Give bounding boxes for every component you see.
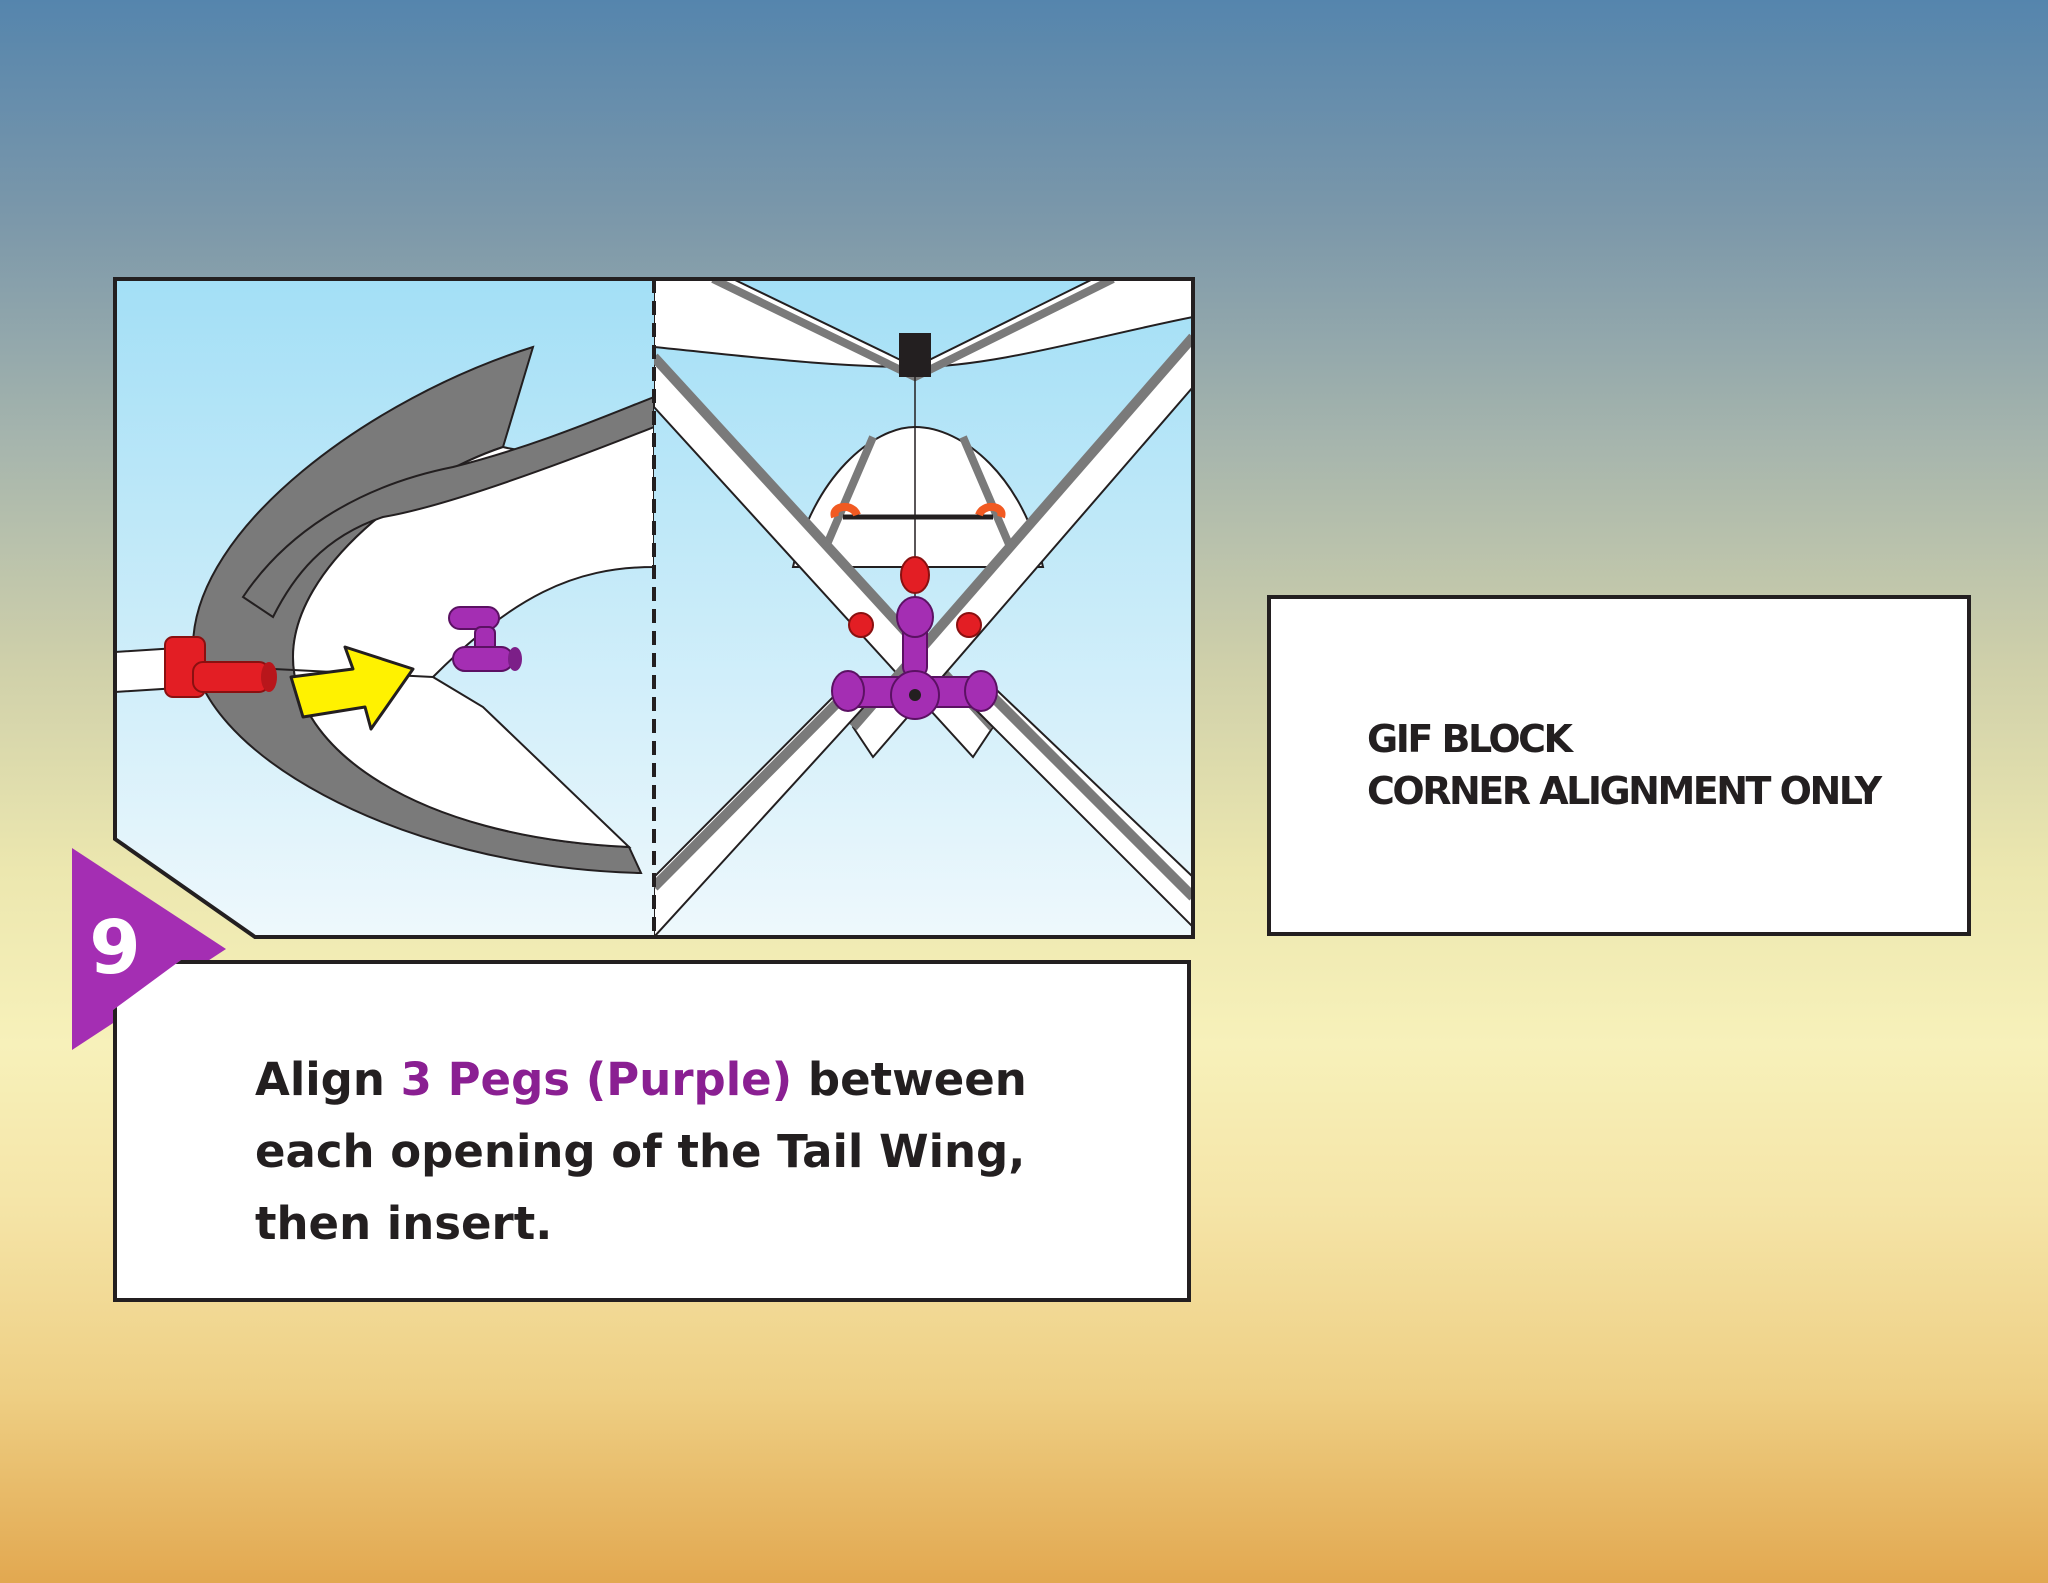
illustration-panel [113, 277, 1195, 939]
step-badge-triangle [72, 848, 226, 1050]
yellow-arrow-icon [289, 645, 415, 731]
step-badge: 9 [72, 848, 226, 1050]
instruction-text: Align 3 Pegs (Purple) between each openi… [255, 1044, 1135, 1260]
gif-block-label: GIF BLOCK CORNER ALIGNMENT ONLY [1367, 713, 1882, 817]
purple-peg-icon [448, 606, 522, 672]
instruction-box: Align 3 Pegs (Purple) between each openi… [113, 960, 1191, 1302]
right-view [654, 279, 1193, 937]
instruction-highlight: 3 Pegs (Purple) [400, 1053, 793, 1106]
gif-block: GIF BLOCK CORNER ALIGNMENT ONLY [1267, 595, 1971, 936]
gif-block-line2: CORNER ALIGNMENT ONLY [1367, 769, 1882, 813]
tail-wing-icon [115, 345, 654, 875]
left-view [115, 345, 654, 875]
instruction-text-before: Align [255, 1053, 401, 1106]
instruction-text-after: between each opening of the Tail Wing, t… [255, 1053, 1027, 1250]
step-number: 9 [89, 905, 141, 991]
three-purple-pegs-icon [831, 596, 998, 720]
red-connector-icon [164, 636, 277, 698]
gif-block-line1: GIF BLOCK [1367, 717, 1573, 761]
